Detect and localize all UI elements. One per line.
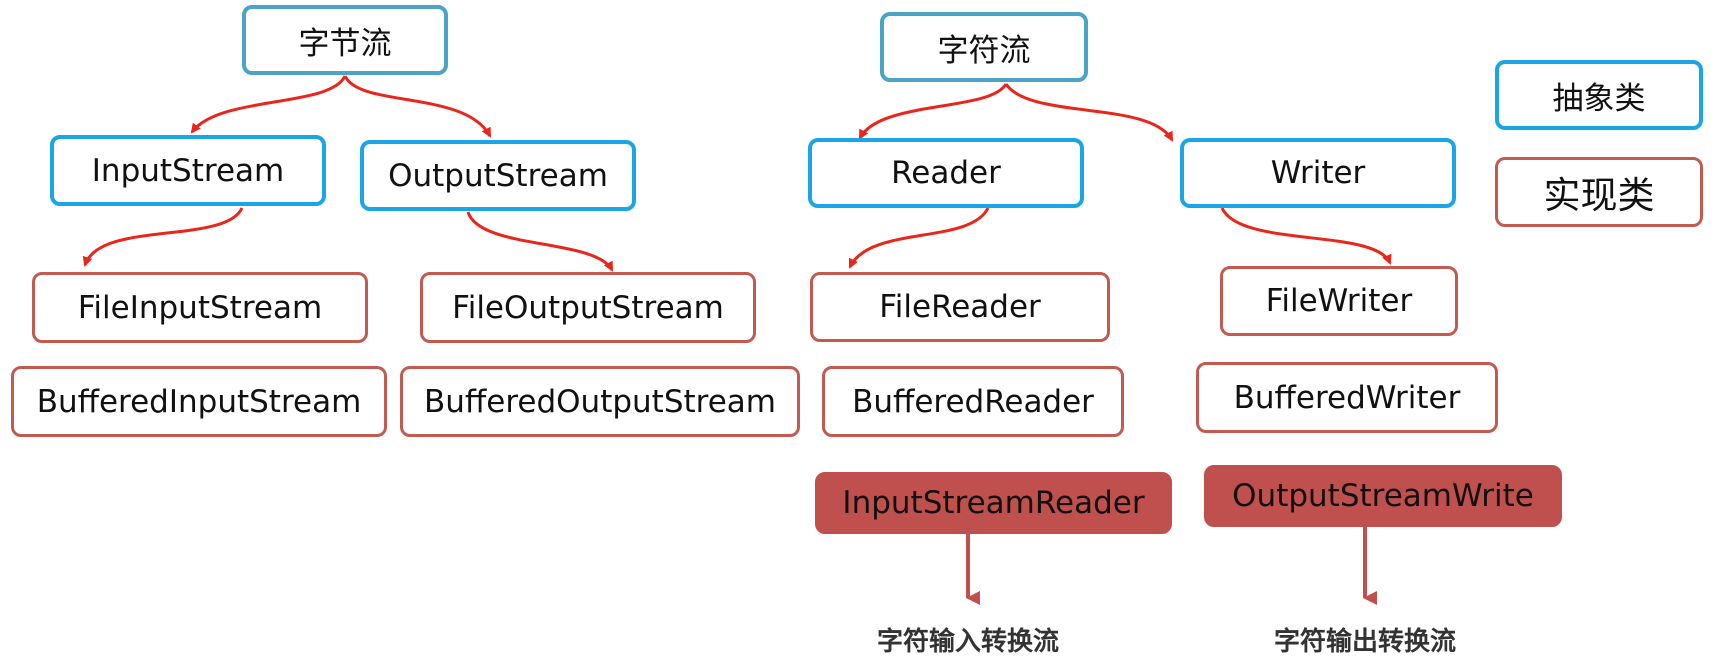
output-converter-caption: 字符输出转换流: [1273, 627, 1456, 657]
arrow-inputstream-to-fileinputstream: [82, 207, 244, 267]
arrow-charstream-to-reader: [858, 83, 1008, 140]
filewriter-label: FileWriter: [1265, 283, 1413, 319]
outputstream-label: OutputStream: [388, 157, 608, 194]
writer-box: Writer: [1180, 138, 1456, 208]
arrow-outputstream-to-fileoutputstream: [466, 211, 614, 272]
inputstream-label: InputStream: [91, 152, 285, 189]
inputstreamreader-box: InputStreamReader: [815, 472, 1172, 534]
reader-label: Reader: [891, 155, 1001, 191]
fileoutputstream-box: FileOutputStream: [420, 272, 756, 343]
arrow-bytestream-to-outputstream: [343, 75, 492, 138]
input-converter-caption: 字符输入转换流: [876, 627, 1059, 657]
fileinputstream-box: FileInputStream: [32, 272, 368, 343]
char-stream-root-label: 字符流: [937, 32, 1031, 69]
inputstream-box: InputStream: [50, 135, 326, 206]
filereader-box: FileReader: [810, 272, 1110, 342]
legend-abstract-label: 抽象类: [1552, 80, 1646, 117]
outputstream-box: OutputStream: [360, 140, 636, 211]
legend-impl-box: 实现类: [1495, 157, 1703, 227]
fileoutputstream-label: FileOutputStream: [452, 289, 724, 326]
byte-stream-root: 字节流: [242, 5, 448, 75]
legend-impl-label: 实现类: [1543, 174, 1655, 217]
byte-stream-root-label: 字节流: [298, 25, 392, 62]
legend-abstract-box: 抽象类: [1495, 60, 1703, 130]
bufferedwriter-box: BufferedWriter: [1196, 362, 1498, 433]
bufferedreader-label: BufferedReader: [852, 383, 1094, 420]
arrow-bytestream-to-inputstream: [190, 75, 347, 134]
reader-box: Reader: [808, 138, 1084, 208]
writer-label: Writer: [1270, 155, 1366, 191]
bufferedinputstream-box: BufferedInputStream: [11, 366, 387, 437]
inputstreamreader-label: InputStreamReader: [842, 485, 1145, 521]
bufferedwriter-label: BufferedWriter: [1233, 379, 1461, 416]
fileinputstream-label: FileInputStream: [77, 289, 323, 326]
arrow-reader-to-filereader: [848, 207, 990, 269]
bufferedoutputstream-box: BufferedOutputStream: [400, 366, 800, 437]
arrow-charstream-to-writer: [1004, 83, 1174, 142]
bufferedreader-box: BufferedReader: [822, 366, 1124, 437]
bufferedoutputstream-label: BufferedOutputStream: [423, 383, 776, 420]
arrow-writer-to-filewriter: [1220, 207, 1392, 265]
outputstreamwrite-box: OutputStreamWrite: [1204, 465, 1562, 527]
filereader-label: FileReader: [879, 289, 1041, 325]
bufferedinputstream-label: BufferedInputStream: [36, 383, 362, 420]
outputstreamwrite-label: OutputStreamWrite: [1232, 478, 1534, 514]
filewriter-box: FileWriter: [1220, 266, 1458, 336]
char-stream-root: 字符流: [880, 12, 1088, 82]
